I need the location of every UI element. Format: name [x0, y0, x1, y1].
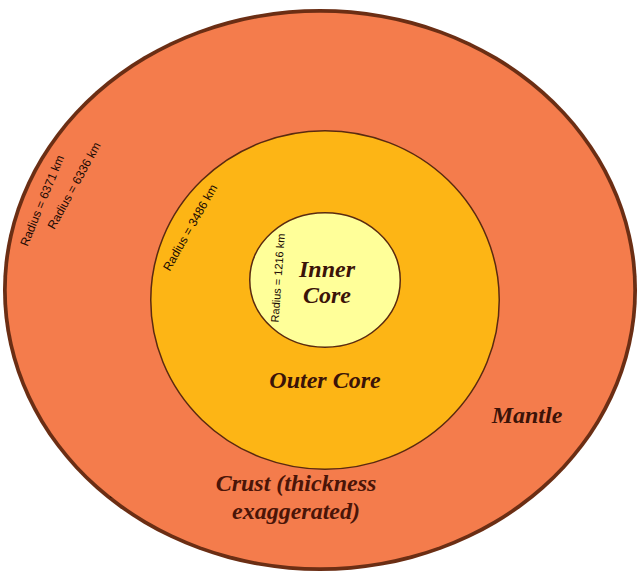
- layer-ellipse: [250, 213, 401, 348]
- layer-name: Mantle: [492, 402, 563, 428]
- layer-name: Outer Core: [269, 367, 380, 393]
- layer-name: Inner Core: [287, 256, 367, 309]
- layer-ellipse: [7, 13, 634, 568]
- outer-core-layer: Outer Core Inner Core: [150, 130, 500, 470]
- crust-ring: [3, 9, 637, 571]
- layer-ellipse: [151, 131, 500, 470]
- crust-callout: Crust (thickness exaggerated): [180, 470, 412, 525]
